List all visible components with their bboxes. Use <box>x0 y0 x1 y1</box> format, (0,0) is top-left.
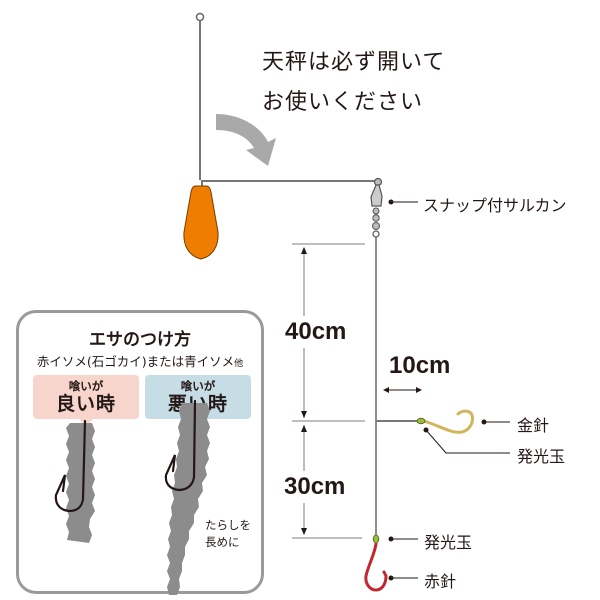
branch-dimension-arrow <box>383 387 422 393</box>
good-bite-bubble: 喰いが 良い時 <box>33 375 139 426</box>
bad-bite-small: 喰いが <box>180 379 216 393</box>
snap-swivel-icon <box>370 177 383 238</box>
gold-hook-icon <box>422 409 474 434</box>
good-bite-small: 喰いが <box>68 379 104 393</box>
measure-upper-length: 40cm <box>285 316 347 348</box>
heading-line-1: 天秤は必ず開いて <box>262 50 446 75</box>
card-subtitle-suffix: 他 <box>234 359 244 369</box>
label-glow-bead-lower: 発光玉 <box>424 533 473 552</box>
sinker-icon <box>183 185 219 260</box>
good-bite-big: 良い時 <box>55 393 116 415</box>
note-line-1: たらしを <box>205 518 251 532</box>
bait-illustrations <box>54 399 210 595</box>
longer-tail-note: たらしを 長めに <box>205 517 251 551</box>
red-hook-icon <box>364 542 388 592</box>
glow-bead-upper-icon <box>416 417 426 425</box>
short-worm-hook-icon <box>54 419 87 513</box>
glow-bead-lower-icon <box>372 534 380 544</box>
curved-arrow-icon <box>216 114 276 166</box>
card-subtitle-text: 赤イソメ(石ゴカイ)または青イソメ <box>36 354 235 369</box>
long-worm-hook-icon <box>164 399 197 492</box>
measure-branch-length: 10cm <box>389 350 451 382</box>
label-red-hook: 赤針 <box>424 572 457 591</box>
long-worm-icon <box>167 403 210 595</box>
card-title: エサのつけ方 <box>89 330 191 350</box>
measure-lower-length: 30cm <box>284 471 346 503</box>
card-subtitle: 赤イソメ(石ゴカイ)または青イソメ他 <box>19 351 261 370</box>
heading-line-2: お使いください <box>262 90 424 115</box>
label-gold-hook: 金針 <box>517 416 550 435</box>
label-glow-bead-upper: 発光玉 <box>517 447 566 466</box>
label-snap-swivel: スナップ付サルカン <box>423 196 567 215</box>
note-line-2: 長めに <box>205 535 240 549</box>
short-worm-icon <box>66 423 95 543</box>
bait-instructions-card: エサのつけ方 赤イソメ(石ゴカイ)または青イソメ他 喰いが 良い時 喰いが 悪い… <box>16 310 264 595</box>
